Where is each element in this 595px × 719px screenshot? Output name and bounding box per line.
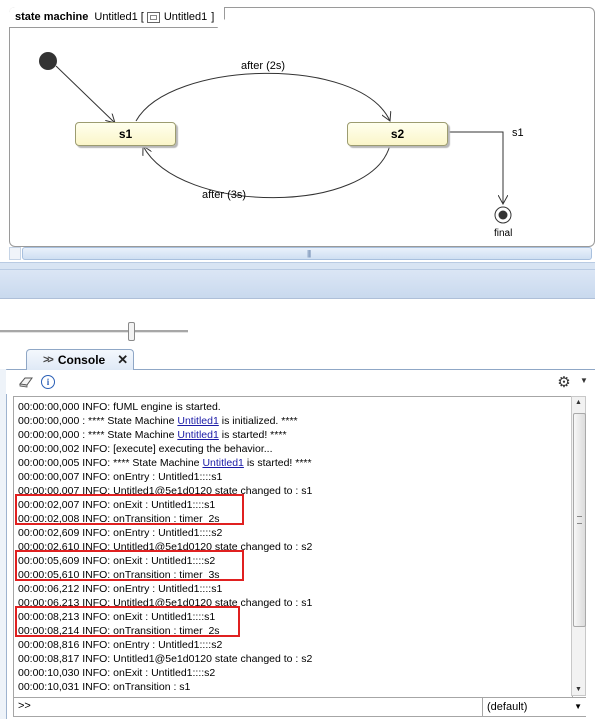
scrollbar-thumb[interactable] [573, 413, 586, 627]
transition-s2-to-s1-label: after (3s) [202, 189, 247, 201]
log-link[interactable]: Untitled1 [202, 457, 244, 469]
eraser-icon [19, 377, 33, 388]
state-s2-label: s2 [390, 127, 405, 141]
final-state-label: final [494, 228, 513, 239]
highlight-box-2 [15, 550, 244, 581]
log-line: 00:00:06,212 INFO: onEntry : Untitled1::… [18, 583, 223, 595]
log-line: 00:00:10,031 INFO: onTransition : s1 [18, 681, 191, 693]
final-state-inner [498, 210, 508, 220]
transition-s1-to-s2[interactable] [135, 72, 390, 121]
initial-pseudostate[interactable] [39, 52, 57, 70]
scroll-down-icon[interactable]: ▼ [575, 686, 582, 693]
zoom-slider-thumb[interactable] [128, 322, 135, 341]
transition-s2-to-final[interactable] [449, 131, 503, 204]
log-line-text: 00:00:00,000 : **** State Machine [18, 415, 178, 427]
log-line: 00:00:00,000 INFO: fUML engine is starte… [18, 401, 221, 413]
log-line-text: 00:00:00,005 INFO: **** State Machine [18, 457, 203, 469]
log-line: 00:00:08,816 INFO: onEntry : Untitled1::… [18, 639, 223, 651]
console-log[interactable]: 00:00:00,000 INFO: fUML engine is starte… [13, 396, 573, 698]
log-link[interactable]: Untitled1 [177, 429, 219, 441]
close-icon[interactable]: ✕ [117, 352, 129, 367]
settings-button[interactable]: ⚙ [556, 374, 572, 391]
log-line: 00:00:00,000 : **** State Machine Untitl… [18, 428, 566, 442]
info-icon: i [41, 375, 55, 389]
left-edge [0, 369, 7, 719]
toolbar-band [0, 270, 595, 299]
log-line-text: is started! **** [243, 457, 312, 469]
log-line: 00:00:05,609 INFO: onExit : Untitled1:::… [18, 555, 216, 567]
chevron-down-icon: ▼ [574, 702, 582, 711]
gear-icon: ⚙ [557, 374, 571, 391]
tab-console[interactable]: >> Console ✕ [26, 349, 134, 370]
frame-keyword: state machine [15, 11, 89, 23]
log-line: 00:00:10,030 INFO: onExit : Untitled1:::… [18, 667, 216, 679]
log-line: 00:00:02,008 INFO: onTransition : timer_… [18, 513, 220, 525]
scrollbar-grip-icon [577, 516, 582, 524]
log-line: 00:00:08,817 INFO: Untitled1@5e1d0120 st… [18, 653, 313, 665]
frame-name: Untitled1 [94, 11, 138, 23]
console-vertical-scrollbar[interactable]: ▲ ▼ [571, 396, 586, 696]
pane-splitter[interactable] [0, 262, 595, 270]
console-view-icon: >> [43, 354, 54, 366]
transition-s2-to-final-label: s1 [512, 127, 524, 139]
tab-console-label: Console [57, 353, 106, 367]
prompt: >> [18, 700, 31, 712]
highlight-box-3 [15, 606, 240, 637]
log-line: 00:00:08,214 INFO: onTransition : timer_… [18, 625, 220, 637]
clear-console-button[interactable] [18, 374, 34, 390]
log-line: 00:00:05,610 INFO: onTransition : timer_… [18, 569, 220, 581]
chevron-down-icon[interactable]: ▼ [580, 376, 588, 385]
frame-ref: Untitled1 [163, 11, 208, 23]
diagram-horizontal-scrollbar[interactable]: ||| [22, 247, 592, 260]
frame-header: state machine Untitled1 [ Untitled1 ] [9, 7, 225, 28]
log-line: 00:00:02,609 INFO: onEntry : Untitled1::… [18, 527, 223, 539]
log-line: 00:00:00,000 : **** State Machine Untitl… [18, 414, 566, 428]
slider-area [0, 299, 595, 347]
frame-open-bracket: [ [140, 11, 144, 23]
log-line: 00:00:00,005 INFO: **** State Machine Un… [18, 456, 566, 470]
log-lines: 00:00:00,000 INFO: fUML engine is starte… [18, 400, 566, 694]
diagram-ref-icon [147, 12, 160, 23]
state-s2[interactable]: s2 [347, 122, 448, 146]
scrollbar-grip-icon: ||| [307, 249, 311, 258]
log-line: 00:00:00,002 INFO: [execute] executing t… [18, 443, 273, 455]
transition-s2-to-s1[interactable] [143, 144, 391, 199]
log-line-text: 00:00:00,000 : **** State Machine [18, 429, 178, 441]
info-button[interactable]: i [40, 374, 56, 390]
log-line-text: is started! **** [218, 429, 287, 441]
highlight-box-1 [15, 494, 244, 525]
frame-close-bracket: ] [211, 11, 215, 23]
transition-s1-to-s2-label: after (2s) [241, 60, 286, 72]
zoom-slider-track[interactable] [0, 330, 188, 333]
context-select-value: (default) [487, 701, 528, 713]
transitions-layer [39, 52, 512, 224]
context-select[interactable]: (default) ▼ [482, 698, 586, 716]
state-s1[interactable]: s1 [75, 122, 176, 146]
console-tab-bar [0, 347, 595, 370]
console-toolbar: i ⚙ ▼ [6, 370, 595, 394]
log-line: 00:00:08,213 INFO: onExit : Untitled1:::… [18, 611, 216, 623]
scroll-corner [9, 247, 21, 260]
log-link[interactable]: Untitled1 [177, 415, 219, 427]
state-s1-label: s1 [118, 127, 133, 141]
log-line-text: is initialized. **** [218, 415, 298, 427]
log-line: 00:00:02,007 INFO: onExit : Untitled1:::… [18, 499, 216, 511]
diagram-canvas[interactable]: state machine Untitled1 [ Untitled1 ] s1… [0, 0, 595, 262]
scroll-up-icon[interactable]: ▲ [575, 399, 582, 406]
log-line: 00:00:00,007 INFO: onEntry : Untitled1::… [18, 471, 223, 483]
initial-transition[interactable] [55, 65, 115, 123]
